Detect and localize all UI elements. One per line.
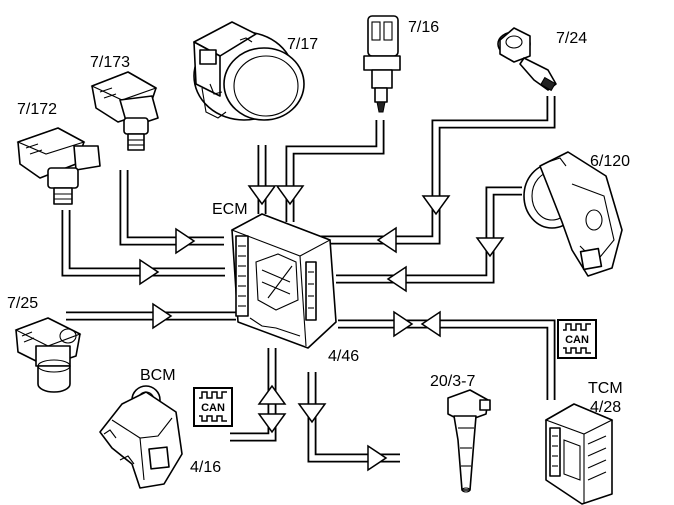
label-4-46: 4/46 bbox=[328, 348, 359, 365]
signal-pipes bbox=[61, 96, 556, 463]
label-bcm: BCM bbox=[140, 367, 176, 384]
pipe-7-24-outer bbox=[315, 96, 556, 245]
sensor-7-17-maf bbox=[193, 21, 305, 121]
arrow-down-6-120 bbox=[475, 237, 505, 258]
arrow-right-tcm-a bbox=[393, 310, 414, 338]
label-7-25: 7/25 bbox=[7, 295, 38, 312]
label-7-172: 7/172 bbox=[17, 101, 57, 118]
sensor-7-173 bbox=[90, 71, 159, 151]
arrow-left-7-24 bbox=[376, 226, 397, 254]
label-tcm-number: 4/28 bbox=[590, 399, 621, 416]
can-badge-bcm: CAN bbox=[193, 387, 233, 427]
pipe-7-16-outer bbox=[285, 120, 385, 222]
arrow-left-6-120 bbox=[386, 265, 407, 293]
can-label-bcm: CAN bbox=[201, 402, 225, 414]
arrow-down-7-17 bbox=[247, 185, 277, 206]
sensor-7-16-temp bbox=[363, 15, 401, 113]
can-badge-tcm: CAN bbox=[557, 319, 597, 359]
pipe-7-173-outer bbox=[119, 170, 224, 246]
label-6-120: 6/120 bbox=[590, 153, 630, 170]
label-tcm: TCM bbox=[588, 380, 623, 397]
bcm-module bbox=[99, 385, 183, 489]
label-7-24: 7/24 bbox=[556, 30, 587, 47]
arrow-right-7-173 bbox=[175, 227, 196, 255]
arrowheads bbox=[139, 185, 505, 472]
ignition-coil-20-3-7 bbox=[447, 389, 491, 493]
label-20-3-7: 20/3-7 bbox=[430, 373, 475, 390]
component-labels: ECM 7/17 7/16 7/24 7/173 7/172 6/120 7/2… bbox=[7, 19, 630, 476]
sensor-7-172 bbox=[16, 127, 101, 205]
arrow-right-7-172 bbox=[139, 258, 160, 286]
arrow-up-bcm bbox=[257, 384, 287, 405]
sensor-7-24-pressure bbox=[497, 27, 557, 92]
arrow-left-tcm-b bbox=[420, 310, 441, 338]
arrow-right-7-25 bbox=[152, 302, 173, 330]
arrow-down-20-3-7 bbox=[297, 403, 327, 424]
arrow-down-7-16 bbox=[275, 185, 305, 206]
arrow-right-20-3-7 bbox=[367, 444, 388, 472]
label-7-173: 7/173 bbox=[90, 54, 130, 71]
label-7-17: 7/17 bbox=[287, 36, 318, 53]
label-bcm-number: 4/16 bbox=[190, 459, 221, 476]
pipe-20-3-7-outer bbox=[307, 372, 400, 463]
can-label-tcm: CAN bbox=[565, 334, 589, 346]
arrow-down-bcm bbox=[257, 413, 287, 434]
tcm-module bbox=[544, 403, 614, 505]
ecm-module bbox=[230, 213, 337, 349]
sensor-7-25-crank bbox=[14, 317, 82, 393]
arrow-down-7-24 bbox=[421, 195, 451, 216]
label-7-16: 7/16 bbox=[408, 19, 439, 36]
actuator-6-120-throttle bbox=[523, 151, 623, 277]
label-ecm: ECM bbox=[212, 201, 248, 218]
